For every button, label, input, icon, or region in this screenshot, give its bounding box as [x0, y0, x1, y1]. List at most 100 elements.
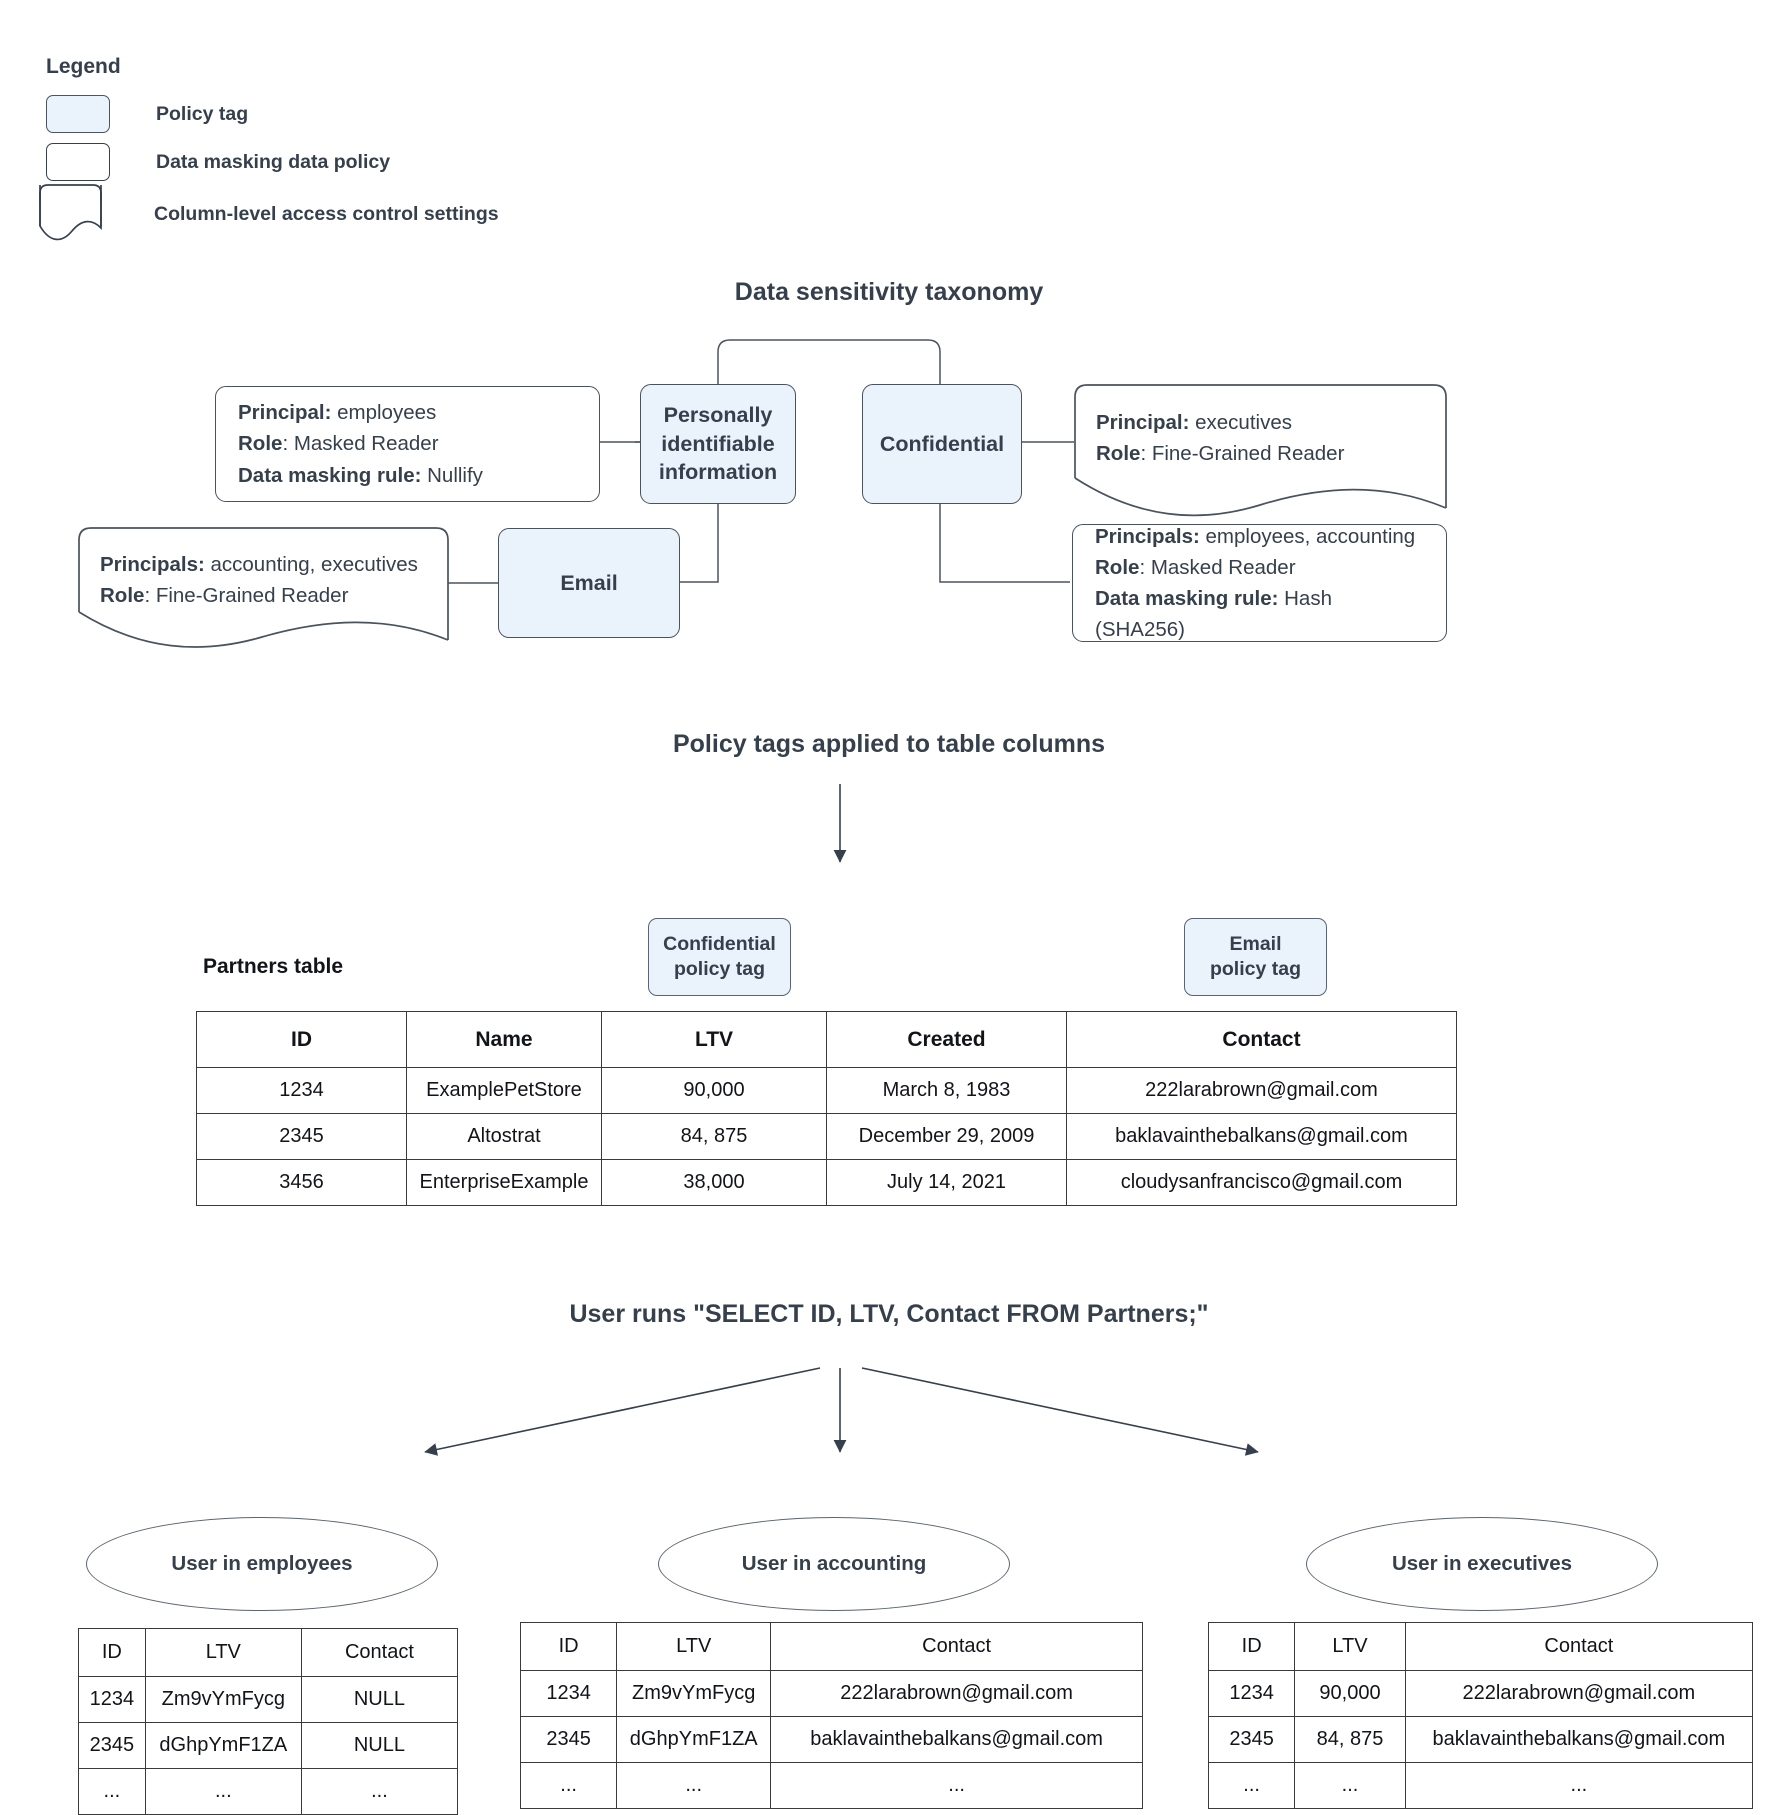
persona-accounting: User in accounting: [658, 1517, 1010, 1611]
persona-executives: User in executives: [1306, 1517, 1658, 1611]
table-cell: 84, 875: [601, 1113, 827, 1160]
result-column-header: ID: [1207, 1622, 1296, 1671]
partners-column-header: Name: [406, 1011, 602, 1068]
policy-line-value: employees: [331, 401, 437, 425]
policy-line-value: Hash (SHA256): [1095, 587, 1332, 642]
policy-tag-pill-email[interactable]: Email policy tag: [1184, 918, 1327, 996]
column-access-control-swatch-icon: [46, 194, 108, 234]
legend-item-data-masking-policy: Data masking data policy: [46, 138, 666, 186]
policy-tag-label: Personally identifiable information: [658, 403, 778, 485]
table-row: .........: [519, 1762, 1143, 1809]
policy-tag-email[interactable]: Email: [498, 528, 680, 638]
policy-line-value: accounting, executives: [204, 552, 418, 576]
policy-line-value: Nullify: [421, 463, 483, 487]
policy-tag-pill-line1: Confidential: [663, 932, 776, 955]
pii-data-masking-policy-box: Principal: employees Role: Masked Reader…: [215, 386, 600, 502]
table-cell: baklavainthebalkans@gmail.com: [770, 1716, 1143, 1763]
table-cell: Altostrat: [406, 1113, 602, 1160]
table-cell: NULL: [300, 1676, 459, 1723]
table-cell: Zm9vYmFycg: [616, 1670, 772, 1717]
policy-tag-pill-line1: Email: [1229, 932, 1282, 955]
policy-line-value: : Masked Reader: [282, 432, 439, 456]
email-access-control-box: Principals: accounting, executives Role:…: [100, 540, 440, 620]
table-cell: ...: [78, 1768, 146, 1815]
legend-item-label: Policy tag: [156, 102, 249, 125]
policy-line-label: Data masking rule:: [238, 463, 422, 487]
table-cell: 84, 875: [1294, 1716, 1406, 1763]
policy-line-label: Role: [1096, 442, 1141, 465]
policy-line-label: Role: [238, 432, 283, 456]
table-cell: Zm9vYmFycg: [144, 1676, 302, 1723]
table-cell: 1234: [519, 1670, 618, 1717]
table-cell: ...: [300, 1768, 459, 1815]
partners-column-header: Contact: [1066, 1011, 1457, 1068]
table-cell: dGhpYmF1ZA: [616, 1716, 772, 1763]
table-cell: EnterpriseExample: [406, 1159, 602, 1206]
persona-label: User in employees: [171, 1552, 353, 1575]
policy-line-label: Principals:: [100, 552, 205, 576]
table-row: .........: [78, 1768, 459, 1815]
table-cell: ...: [1294, 1762, 1406, 1809]
table-cell: cloudysanfrancisco@gmail.com: [1066, 1159, 1457, 1206]
policy-line-label: Role: [1095, 555, 1140, 579]
table-cell: ...: [1207, 1762, 1296, 1809]
policy-tag-swatch-icon: [46, 95, 110, 133]
policy-line-value: : Fine-Grained Reader: [1140, 442, 1345, 465]
table-cell: 222larabrown@gmail.com: [1404, 1670, 1754, 1717]
table-cell: 3456: [196, 1159, 407, 1206]
result-column-header: LTV: [144, 1628, 302, 1677]
policy-tag-pill-line2: policy tag: [673, 958, 766, 980]
table-cell: ...: [616, 1762, 772, 1809]
partners-column-header: LTV: [601, 1011, 827, 1068]
policy-line-label: Principals:: [1095, 524, 1200, 548]
query-title: User runs "SELECT ID, LTV, Contact FROM …: [569, 1300, 1209, 1328]
result-column-header: ID: [78, 1628, 146, 1677]
policy-line-value: employees, accounting: [1199, 524, 1416, 548]
policy-tag-pii[interactable]: Personally identifiable information: [640, 384, 796, 504]
table-cell: 2345: [78, 1722, 146, 1769]
table-cell: March 8, 1983: [826, 1067, 1067, 1114]
confidential-access-control-box: Principal: executives Role: Fine-Grained…: [1096, 398, 1441, 478]
policy-line-label: Principal:: [1096, 410, 1190, 434]
table-cell: ExamplePetStore: [406, 1067, 602, 1114]
data-masking-policy-swatch-icon: [46, 143, 110, 181]
result-column-header: ID: [519, 1622, 618, 1671]
table-cell: July 14, 2021: [826, 1159, 1067, 1206]
persona-employees: User in employees: [86, 1517, 438, 1611]
policy-line-label: Principal:: [238, 401, 332, 425]
result-column-header: Contact: [300, 1628, 459, 1677]
policy-line-value: : Fine-Grained Reader: [144, 584, 349, 607]
legend-item-column-access-control: Column-level access control settings: [46, 186, 666, 242]
result-column-header: LTV: [616, 1622, 772, 1671]
table-cell: baklavainthebalkans@gmail.com: [1404, 1716, 1754, 1763]
table-cell: NULL: [300, 1722, 459, 1769]
policy-line-label: Data masking rule:: [1095, 587, 1279, 610]
result-column-header: Contact: [1404, 1622, 1754, 1671]
legend-item-label: Data masking data policy: [156, 150, 391, 173]
legend-title: Legend: [46, 55, 121, 78]
policy-tag-confidential[interactable]: Confidential: [862, 384, 1022, 504]
policy-tag-label: Confidential: [879, 431, 1005, 456]
table-cell: ...: [519, 1762, 618, 1809]
policy-line-value: executives: [1189, 410, 1292, 434]
result-column-header: Contact: [770, 1622, 1143, 1671]
table-cell: 2345: [1207, 1716, 1296, 1763]
confidential-data-masking-policy-box: Principals: employees, accounting Role: …: [1072, 524, 1447, 642]
result-column-header: LTV: [1294, 1622, 1406, 1671]
table-row: .........: [1207, 1762, 1754, 1809]
table-cell: 90,000: [1294, 1670, 1406, 1717]
policy-tag-pill-confidential[interactable]: Confidential policy tag: [648, 918, 791, 996]
